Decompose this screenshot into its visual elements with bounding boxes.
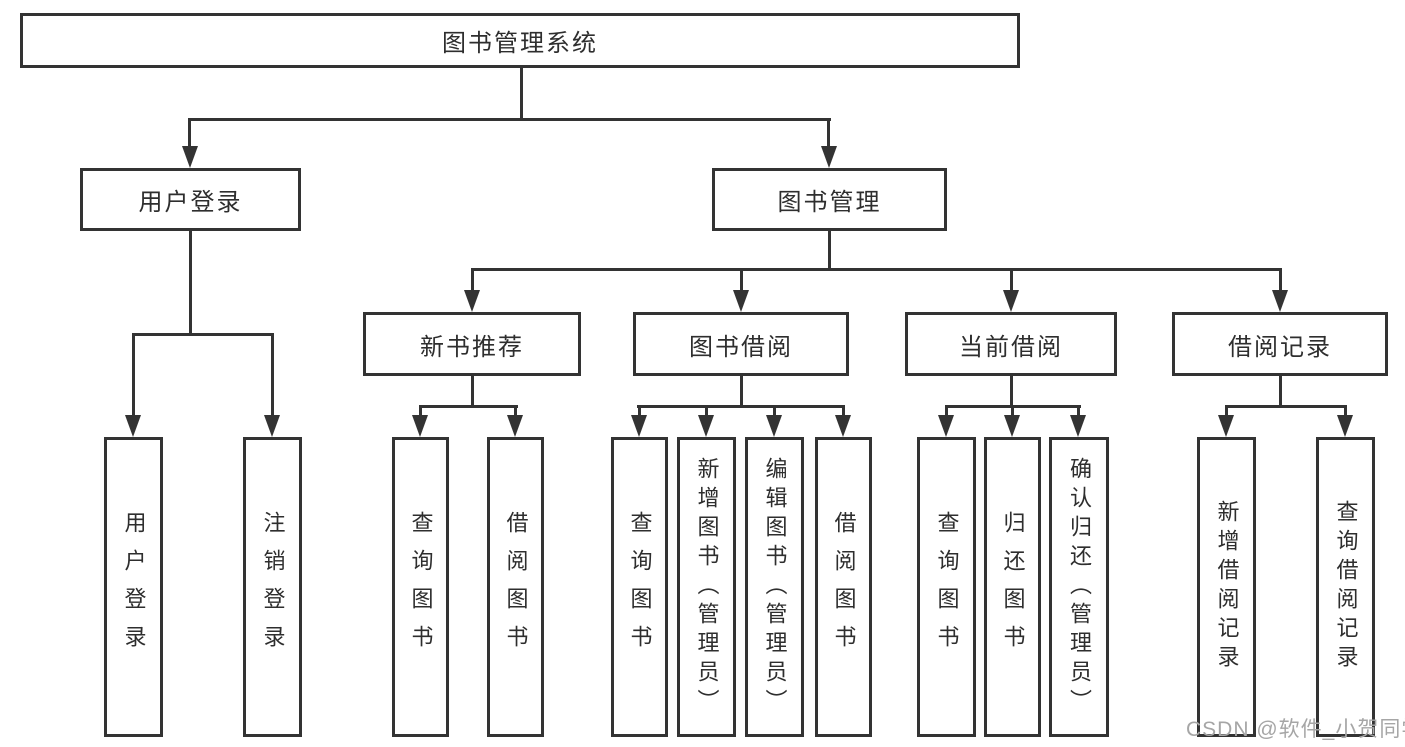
arrow-down-icon xyxy=(507,415,523,437)
leaf-borrow-books-borrowing: 借阅图书 xyxy=(815,437,872,737)
leaf-query-borrow-record: 查询借阅记录 xyxy=(1316,437,1375,737)
arrow-down-icon xyxy=(1004,415,1020,437)
connector-line xyxy=(471,268,1282,271)
arrow-down-icon xyxy=(264,415,280,437)
arrow-down-icon xyxy=(1003,290,1019,312)
node-borrowing-records: 借阅记录 xyxy=(1172,312,1388,376)
connector-line xyxy=(1010,376,1013,408)
connector-line xyxy=(419,405,422,419)
connector-line xyxy=(740,268,743,294)
watermark-text: CSDN @软件_小贺同学 xyxy=(1186,718,1405,741)
connector-line xyxy=(271,333,274,419)
arrow-down-icon xyxy=(182,146,198,168)
arrow-down-icon xyxy=(631,415,647,437)
connector-line xyxy=(1279,376,1282,408)
leaf-query-books-recommend: 查询图书 xyxy=(392,437,449,737)
node-book-borrowing: 图书借阅 xyxy=(633,312,849,376)
connector-line xyxy=(705,405,708,419)
connector-line xyxy=(1279,268,1282,294)
leaf-edit-books-admin: 编辑图书（管理员） xyxy=(745,437,804,737)
arrow-down-icon xyxy=(733,290,749,312)
connector-line xyxy=(1010,268,1013,294)
connector-line xyxy=(740,376,743,408)
connector-line xyxy=(1225,405,1228,419)
leaf-confirm-return-admin: 确认归还（管理员） xyxy=(1049,437,1109,737)
connector-line xyxy=(189,231,192,336)
connector-line xyxy=(828,231,831,271)
leaf-borrow-books-recommend: 借阅图书 xyxy=(487,437,544,737)
arrow-down-icon xyxy=(1218,415,1234,437)
connector-line xyxy=(471,268,474,294)
leaf-return-books: 归还图书 xyxy=(984,437,1041,737)
connector-line xyxy=(827,118,830,150)
connector-line xyxy=(945,405,948,419)
arrow-down-icon xyxy=(766,415,782,437)
connector-line xyxy=(514,405,517,419)
leaf-query-books-borrowing: 查询图书 xyxy=(611,437,668,737)
connector-line xyxy=(132,333,135,419)
node-current-borrowing: 当前借阅 xyxy=(905,312,1117,376)
connector-line xyxy=(132,333,274,336)
arrow-down-icon xyxy=(1070,415,1086,437)
connector-line xyxy=(1344,405,1347,419)
leaf-add-borrow-record: 新增借阅记录 xyxy=(1197,437,1256,737)
arrow-down-icon xyxy=(412,415,428,437)
leaf-user-login: 用户登录 xyxy=(104,437,163,737)
connector-line xyxy=(471,376,474,408)
node-library-management-system: 图书管理系统 xyxy=(20,13,1020,68)
connector-line xyxy=(773,405,776,419)
connector-line xyxy=(842,405,845,419)
node-user-login-branch: 用户登录 xyxy=(80,168,301,231)
connector-line xyxy=(637,405,845,408)
connector-line xyxy=(1011,405,1014,419)
connector-line xyxy=(1077,405,1080,419)
arrow-down-icon xyxy=(1272,290,1288,312)
connector-line xyxy=(188,118,191,150)
connector-line xyxy=(638,405,641,419)
arrow-down-icon xyxy=(464,290,480,312)
leaf-logout: 注销登录 xyxy=(243,437,302,737)
connector-line xyxy=(1225,405,1347,408)
arrow-down-icon xyxy=(835,415,851,437)
arrow-down-icon xyxy=(821,146,837,168)
arrow-down-icon xyxy=(698,415,714,437)
leaf-add-books-admin: 新增图书（管理员） xyxy=(677,437,736,737)
arrow-down-icon xyxy=(938,415,954,437)
connector-line xyxy=(419,405,518,408)
connector-line xyxy=(189,118,831,121)
node-new-book-recommendation: 新书推荐 xyxy=(363,312,581,376)
node-book-management: 图书管理 xyxy=(712,168,947,231)
connector-line xyxy=(520,68,523,121)
leaf-query-books-current: 查询图书 xyxy=(917,437,976,737)
arrow-down-icon xyxy=(125,415,141,437)
arrow-down-icon xyxy=(1337,415,1353,437)
